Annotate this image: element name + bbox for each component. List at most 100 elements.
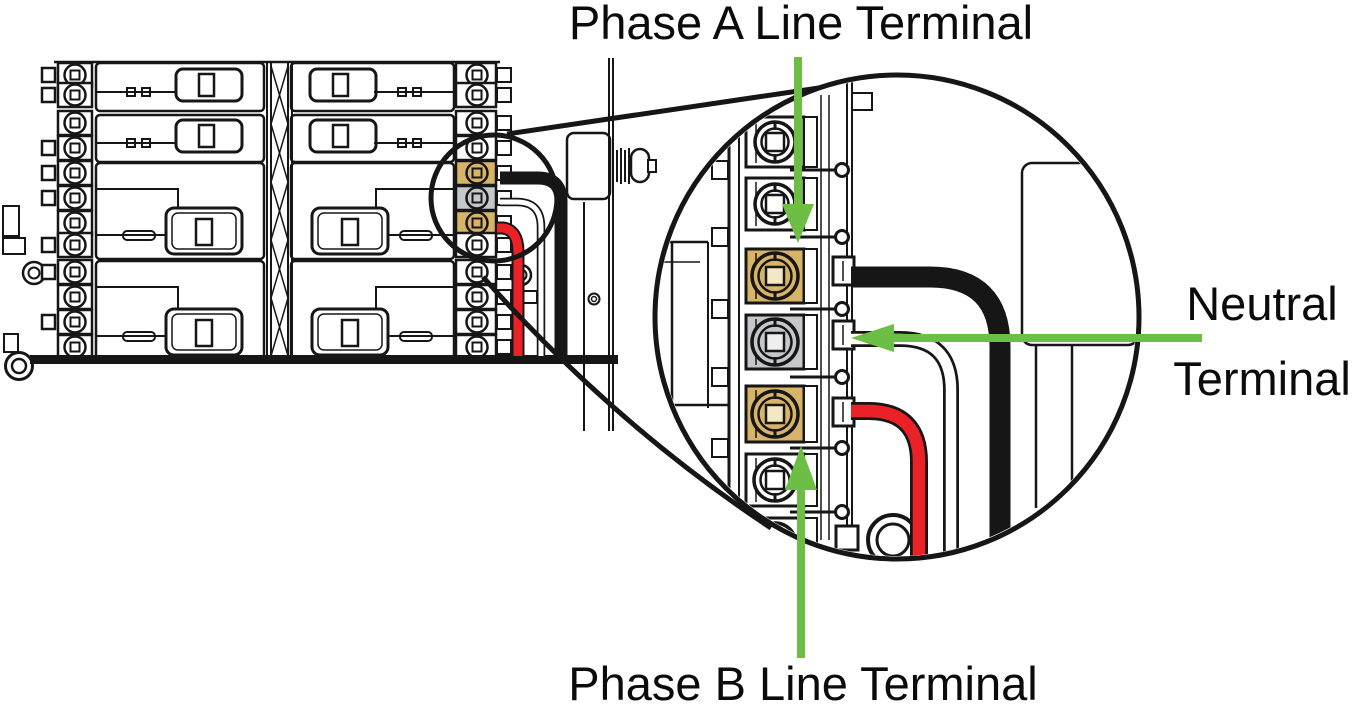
terminal-block xyxy=(56,134,94,162)
terminal-screw-slot xyxy=(471,117,483,129)
strip-tab xyxy=(40,164,57,182)
terminal-block xyxy=(454,258,498,286)
terminal-screw-slot xyxy=(471,192,483,204)
terminal-screw-slot xyxy=(764,533,786,555)
neutral-label-line1: Neutral xyxy=(1186,277,1338,330)
terminal-screw-icon xyxy=(465,83,489,107)
divider-lattice-line xyxy=(270,123,289,183)
terminal-screw-icon xyxy=(465,111,489,135)
terminal-screw-icon xyxy=(63,260,87,284)
terminal-screw-icon xyxy=(465,233,489,257)
terminal-block xyxy=(56,231,94,259)
terminal-block xyxy=(56,109,94,137)
breaker-toggle xyxy=(164,307,244,357)
terminal-screw-icon xyxy=(63,233,87,257)
terminal-screw-slot xyxy=(69,266,81,278)
rail-bracket xyxy=(711,502,729,522)
terminal-screw-icon xyxy=(63,111,87,135)
enclosure-edge xyxy=(565,58,657,431)
callout-arrows xyxy=(782,57,1202,658)
enclosure-screw-icon xyxy=(587,292,601,306)
terminal-screw-icon xyxy=(465,285,489,309)
terminal-screw-slot xyxy=(764,331,786,353)
terminal-screw-slot xyxy=(69,239,81,251)
terminal-block xyxy=(454,81,498,109)
terminal-screw-icon xyxy=(465,186,489,210)
terminal-block xyxy=(56,308,94,336)
terminal-pin-tip xyxy=(834,369,850,385)
terminal-block xyxy=(56,184,94,212)
panel-bottom-edge xyxy=(30,355,618,364)
terminal-pin-tip xyxy=(834,301,850,317)
magnified-phase-b-terminal xyxy=(744,384,818,444)
terminal-screw-slot xyxy=(69,142,81,154)
terminal-screw-slot xyxy=(764,403,786,425)
wire-lug xyxy=(496,264,512,280)
terminal-screw-slot xyxy=(764,131,786,153)
terminal-screw-icon xyxy=(63,136,87,160)
terminal-screw-slot xyxy=(69,291,81,303)
phase-b-terminal xyxy=(454,209,498,237)
rail-segment xyxy=(803,248,818,304)
magnified-neutral-terminal xyxy=(744,313,818,371)
terminal-screw-slot xyxy=(69,316,81,328)
terminal-block xyxy=(56,81,94,109)
rail-segment xyxy=(803,116,818,168)
left-terminal-strip xyxy=(40,61,94,361)
terminal-block xyxy=(56,283,94,311)
terminal-screw-icon xyxy=(465,310,489,334)
breaker-row-1 xyxy=(94,61,456,113)
breaker-toggle xyxy=(164,206,244,256)
rail-bracket xyxy=(711,367,729,387)
right-terminal-strip xyxy=(454,61,512,361)
divider-lattice-line xyxy=(270,297,289,357)
terminal-screw-slot xyxy=(471,291,483,303)
terminal-screw-slot xyxy=(471,69,483,81)
breaker-toggle xyxy=(310,307,390,357)
wire-lug xyxy=(496,237,512,253)
enclosure-plate xyxy=(565,131,612,201)
strip-tab xyxy=(40,236,57,254)
terminal-screw-slot xyxy=(764,193,786,215)
strip-tab xyxy=(40,86,57,104)
magnifier-circle xyxy=(652,72,1142,562)
panel-corner-bolt-icon xyxy=(4,351,34,381)
neutral-terminal xyxy=(454,184,498,212)
terminal-screw-icon xyxy=(63,186,87,210)
strip-tab xyxy=(40,313,57,331)
terminal-pin-tip xyxy=(834,440,850,456)
terminal-screw-icon xyxy=(465,161,489,185)
terminal-screw-icon xyxy=(63,285,87,309)
breaker-toggle xyxy=(308,67,378,103)
strip-tab xyxy=(40,189,57,207)
terminal-screw-slot xyxy=(69,69,81,81)
terminal-screw-slot xyxy=(69,117,81,129)
terminal-screw-icon xyxy=(752,521,798,556)
panel-mount-left xyxy=(2,205,47,381)
terminal-block xyxy=(56,159,94,187)
divider-lattice-line xyxy=(270,181,289,241)
breaker-row-2 xyxy=(94,113,456,164)
terminal-screw-slot xyxy=(69,192,81,204)
phase-b-arrow-icon xyxy=(785,446,817,658)
terminal-screw-icon xyxy=(63,161,87,185)
neutral-label-line2: Terminal xyxy=(1173,352,1351,405)
terminal-screw-slot xyxy=(471,167,483,179)
terminal-block xyxy=(56,258,94,286)
terminal-block xyxy=(56,209,94,237)
phase-a-arrow-icon xyxy=(782,57,814,243)
rail-bracket xyxy=(711,299,729,319)
phase-a-label: Phase A Line Terminal xyxy=(568,0,1034,49)
breaker-toggle xyxy=(310,206,390,256)
terminal-pin-tip xyxy=(834,504,850,520)
magnified-terminal-block xyxy=(744,115,818,169)
terminal-screw-icon xyxy=(63,83,87,107)
enclosure-bolt-icon xyxy=(616,147,657,184)
rail-bracket xyxy=(711,227,729,247)
terminal-screw-slot xyxy=(471,341,483,353)
wire-lug xyxy=(496,67,512,83)
terminal-screw-slot xyxy=(764,265,786,287)
terminal-screw-slot xyxy=(69,167,81,179)
wire-lug xyxy=(496,314,512,330)
